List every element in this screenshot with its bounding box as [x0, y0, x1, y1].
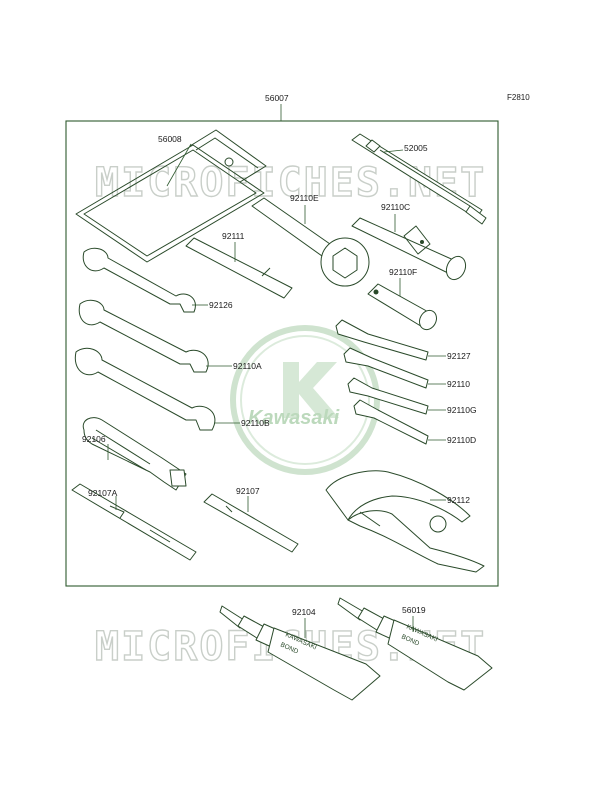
figure-code: F2810	[507, 93, 530, 102]
kit-frame	[65, 120, 499, 587]
label-92110: 92110	[447, 379, 470, 389]
screwdriver-bit-92107	[203, 493, 299, 553]
label-92110F: 92110F	[389, 267, 417, 277]
label-92111: 92111	[222, 231, 245, 241]
label-56007: 56007	[265, 93, 289, 103]
socket-wrench-92110C	[351, 217, 467, 281]
label-92112: 92112	[447, 495, 470, 505]
kawasaki-logo-watermark: Kawasaki	[230, 325, 380, 475]
wrench-92126	[82, 247, 196, 313]
hex-key-92110	[343, 347, 429, 389]
wrench-92110A	[78, 299, 209, 373]
box-wrench-92110E	[251, 197, 370, 287]
label-56019: 56019	[402, 605, 426, 615]
screwdriver-handle-92106	[82, 417, 187, 491]
hex-key-92127	[335, 319, 429, 361]
label-92110C: 92110C	[381, 202, 410, 212]
tool-pouch-56008	[75, 129, 267, 263]
gauge-52005	[351, 133, 487, 225]
label-92107: 92107	[236, 486, 260, 496]
label-92110A: 92110A	[233, 361, 262, 371]
label-92110B: 92110B	[241, 418, 270, 428]
handle-bar-92111	[185, 237, 293, 299]
label-92126: 92126	[209, 300, 233, 310]
wrench-92110B	[74, 347, 216, 431]
bond-tube-56019: KAWASAKI BOND	[337, 597, 493, 691]
screwdriver-bit-92107A	[71, 483, 197, 561]
label-92107A: 92107A	[88, 488, 118, 498]
hex-key-92110D	[353, 399, 429, 445]
socket-92110F	[367, 283, 437, 331]
kawasaki-logo-text: Kawasaki	[248, 407, 340, 429]
label-92127: 92127	[447, 351, 471, 361]
label-92106: 92106	[82, 434, 106, 444]
label-56008: 56008	[158, 134, 182, 144]
label-92110D: 92110D	[447, 435, 476, 445]
hex-key-92110G	[347, 377, 429, 415]
label-92110G: 92110G	[447, 405, 477, 415]
label-52005: 52005	[404, 143, 428, 153]
label-92110E: 92110E	[290, 193, 319, 203]
label-92104: 92104	[292, 607, 316, 617]
pliers-92112	[325, 470, 485, 573]
